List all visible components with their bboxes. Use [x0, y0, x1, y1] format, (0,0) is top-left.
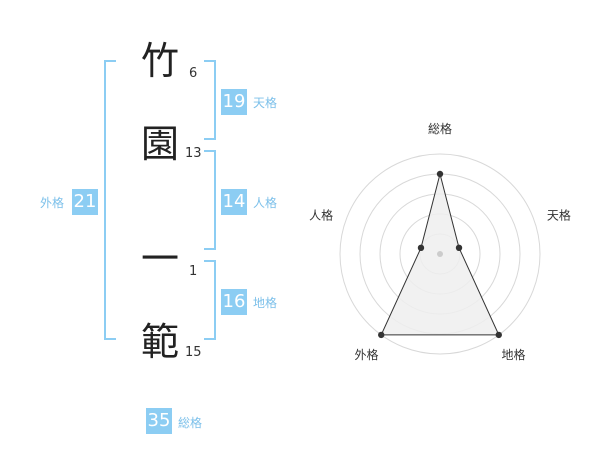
sou-grade-badge: 35 [146, 408, 172, 434]
name-char-1: 竹 [140, 39, 179, 83]
radar-point-1 [436, 170, 444, 178]
radar-axis-label-5: 人格 [309, 207, 333, 222]
radar-point-3 [495, 331, 502, 339]
radar-center [437, 251, 443, 257]
radar-point-4 [378, 331, 385, 339]
ten-grade-label: 天格 [253, 96, 278, 110]
name-char-3: 一 [140, 237, 179, 281]
gai-grade-label: 外格 [40, 196, 65, 210]
radar-axis-label-1: 総格 [428, 121, 452, 136]
stroke-count-2: 13 [185, 146, 202, 161]
sou-grade-label: 総格 [178, 416, 203, 430]
jin-grade-label: 人格 [253, 196, 278, 210]
stroke-count-3: 1 [189, 264, 198, 279]
ten-grade-badge: 19 [221, 89, 247, 115]
ten-bracket [204, 60, 216, 140]
radar-axis-label-2: 天格 [547, 207, 571, 222]
radar-points [378, 170, 502, 339]
jin-bracket [204, 150, 216, 250]
radar-axis-label-4: 外格 [354, 347, 378, 362]
radar-point-2 [455, 244, 463, 252]
outer-bracket [104, 60, 116, 340]
chi-grade-badge: 16 [221, 289, 247, 315]
radar-axis-label-3: 地格 [501, 347, 525, 362]
name-char-4: 範 [140, 320, 179, 364]
radar-ring [339, 153, 541, 355]
chi-grade-label: 地格 [253, 296, 278, 310]
radar-point-5 [417, 244, 425, 252]
stroke-count-1: 6 [189, 66, 198, 81]
name-char-2: 園 [140, 122, 179, 166]
chi-bracket [204, 260, 216, 340]
stroke-count-4: 15 [185, 345, 202, 360]
gai-grade-badge: 21 [72, 189, 98, 215]
jin-grade-badge: 14 [221, 189, 247, 215]
